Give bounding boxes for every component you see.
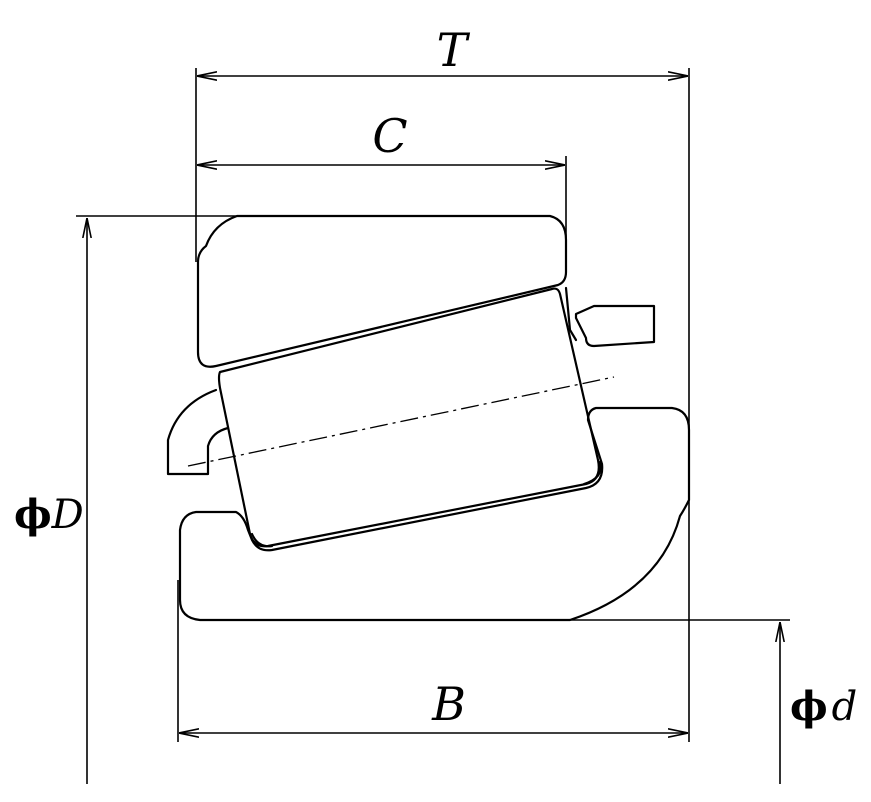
dimension-T: T	[197, 23, 688, 77]
dimension-phiD: ϕD	[14, 218, 87, 784]
letter-d: d	[832, 684, 858, 730]
bearing-section	[166, 214, 691, 622]
label-B: B	[431, 677, 466, 731]
outer-ring	[196, 214, 568, 368]
phi-symbol-d: ϕ	[790, 683, 828, 730]
label-phiD: ϕD	[14, 491, 84, 538]
roller-end-left	[250, 532, 274, 548]
label-T: T	[437, 23, 471, 77]
inner-ring	[178, 406, 691, 622]
roller-end-right	[582, 460, 602, 486]
dimension-C: C	[197, 109, 565, 165]
tapered-roller	[217, 287, 600, 548]
extension-lines	[76, 68, 790, 742]
cage-lower-segment	[166, 388, 230, 476]
cage-notch	[564, 286, 578, 342]
dimension-B: B	[179, 677, 688, 733]
letter-D: D	[51, 492, 84, 538]
phi-symbol-D: ϕ	[14, 491, 52, 538]
cage-upper-segment	[574, 304, 656, 348]
roller-axis-centerline	[187, 376, 615, 467]
label-C: C	[372, 109, 407, 163]
